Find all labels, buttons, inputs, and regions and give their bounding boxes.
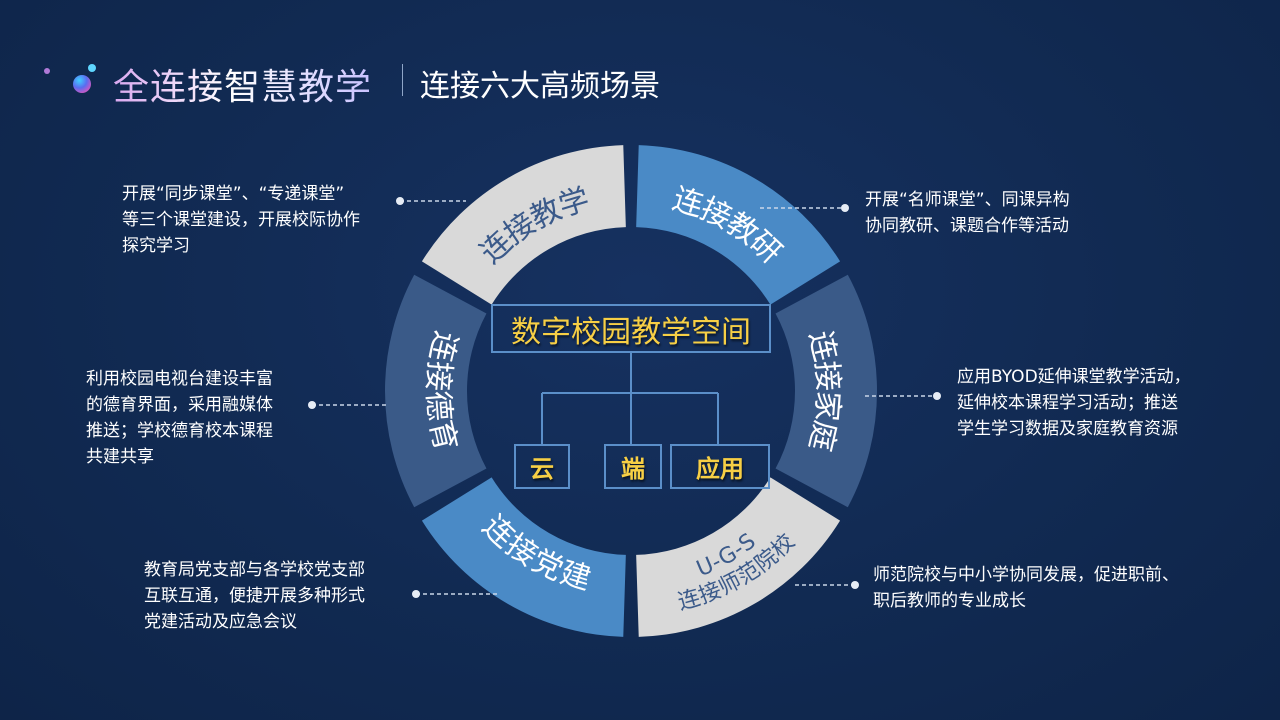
desc-line: 等三个课堂建设，开展校际协作 bbox=[122, 210, 360, 230]
desc-line: 开展“同步课堂”、“专递课堂” bbox=[122, 184, 345, 204]
desc-line: 师范院校与中小学协同发展，促进职前、 bbox=[873, 565, 1179, 585]
desc-ugs: 师范院校与中小学协同发展，促进职前、 职后教师的专业成长 bbox=[873, 562, 1179, 614]
segment-party bbox=[421, 477, 626, 637]
desc-line: 应用BYOD延伸课堂教学活动， bbox=[957, 367, 1191, 387]
page-title: 全连接智慧教学 bbox=[113, 58, 372, 110]
connector-dots bbox=[308, 197, 941, 598]
desc-line: 共建共享 bbox=[86, 447, 154, 467]
center-title-box: 数字校园教学空间 bbox=[491, 304, 771, 353]
desc-line: 探究学习 bbox=[122, 236, 190, 256]
desc-family: 应用BYOD延伸课堂教学活动， 延伸校本课程学习活动；推送 学生学习数据及家庭教… bbox=[957, 364, 1191, 442]
segment-moral bbox=[385, 274, 487, 508]
segment-teaching bbox=[421, 145, 626, 305]
desc-line: 利用校园电视台建设丰富 bbox=[86, 369, 273, 389]
logo-icon bbox=[44, 64, 96, 93]
segment-research bbox=[636, 145, 841, 305]
desc-line: 职后教师的专业成长 bbox=[873, 591, 1026, 611]
tree-lines bbox=[541, 352, 719, 444]
page-subtitle: 连接六大高频场景 bbox=[420, 69, 660, 104]
connector-lines bbox=[312, 200, 937, 595]
title-separator bbox=[402, 64, 403, 96]
desc-line: 的德育界面，采用融媒体 bbox=[86, 395, 273, 415]
node-cloud: 云 bbox=[514, 444, 570, 489]
desc-line: 互联互通，便捷开展多种形式 bbox=[144, 586, 365, 606]
desc-line: 学生学习数据及家庭教育资源 bbox=[957, 419, 1178, 439]
node-terminal: 端 bbox=[604, 444, 662, 489]
desc-line: 协同教研、课题合作等活动 bbox=[865, 216, 1069, 236]
desc-line: 开展“名师课堂”、同课异构 bbox=[865, 190, 1070, 210]
desc-party: 教育局党支部与各学校党支部 互联互通，便捷开展多种形式 党建活动及应急会议 bbox=[144, 557, 365, 635]
desc-line: 推送；学校德育校本课程 bbox=[86, 421, 273, 441]
segment-ugs bbox=[636, 477, 841, 637]
desc-moral: 利用校园电视台建设丰富 的德育界面，采用融媒体 推送；学校德育校本课程 共建共享 bbox=[86, 366, 273, 470]
desc-line: 教育局党支部与各学校党支部 bbox=[144, 560, 365, 580]
desc-line: 延伸校本课程学习活动；推送 bbox=[957, 393, 1178, 413]
desc-teaching: 开展“同步课堂”、“专递课堂” 等三个课堂建设，开展校际协作 探究学习 bbox=[122, 181, 360, 259]
desc-line: 党建活动及应急会议 bbox=[144, 612, 297, 632]
desc-research: 开展“名师课堂”、同课异构 协同教研、课题合作等活动 bbox=[865, 187, 1070, 239]
segment-family bbox=[775, 274, 878, 508]
node-application: 应用 bbox=[670, 444, 770, 489]
